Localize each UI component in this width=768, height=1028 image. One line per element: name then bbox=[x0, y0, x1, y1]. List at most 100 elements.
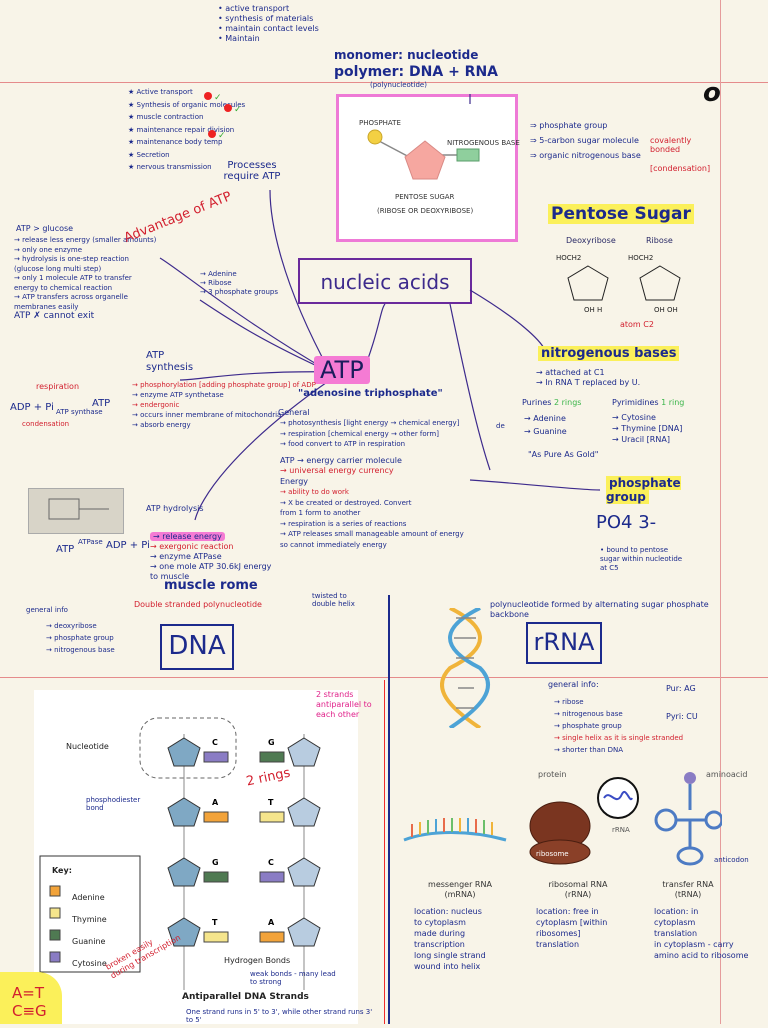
pyrimidines-title: Pyrimidines 1 ring bbox=[612, 398, 685, 407]
rrna-label: rRNA bbox=[612, 826, 630, 834]
key-item: Thymine bbox=[72, 915, 107, 924]
component-item: → 3 phosphate groups bbox=[200, 288, 279, 296]
rna-item: → nitrogenous base bbox=[554, 710, 623, 718]
hbonds-note: weak bonds - many lead to strong bbox=[250, 970, 336, 986]
atp-use-item: ★ muscle contraction bbox=[128, 113, 204, 121]
base-pair: C≡G bbox=[12, 1002, 47, 1020]
purine-item: → Guanine bbox=[524, 427, 567, 436]
general-item: → respiration [chemical energy → other f… bbox=[280, 429, 439, 438]
pair-letter: A bbox=[268, 918, 275, 927]
rna-item: → ribose bbox=[554, 698, 584, 706]
mnemonic: "As Pure As Gold" bbox=[528, 450, 599, 459]
hydrolysis-item: → exergonic reaction bbox=[150, 542, 234, 551]
synthesis-item: → endergonic bbox=[132, 401, 180, 409]
polymer-note: (polynucleotide) bbox=[370, 81, 427, 89]
pair-letter: C bbox=[268, 858, 274, 867]
figure-pd: phosphodiester bond bbox=[86, 796, 141, 812]
nucleotide-icon bbox=[367, 129, 480, 180]
connection-lines-icon bbox=[159, 94, 601, 521]
pair-letter: T bbox=[212, 918, 218, 927]
strands-note: 2 strands antiparallel to each other bbox=[316, 690, 372, 719]
note-line: • active transport bbox=[218, 4, 290, 13]
rna-type-rrna: ribosomal RNA (rRNA) bbox=[530, 880, 626, 900]
compare-item: (glucose long multi step) bbox=[14, 264, 102, 273]
base-pair: A=T bbox=[12, 984, 44, 1002]
rna-note: location: in bbox=[654, 907, 699, 916]
svg-text:HOCH2: HOCH2 bbox=[628, 254, 653, 262]
dna-item: → nitrogenous base bbox=[46, 646, 115, 654]
synthesis-product: ATP bbox=[92, 398, 111, 409]
rna-header: polynucleotide formed by alternating sug… bbox=[490, 600, 709, 619]
pyrimidine-item: → Uracil [RNA] bbox=[612, 435, 670, 444]
note-line: • maintain contact levels bbox=[218, 24, 319, 33]
ruled-line bbox=[0, 82, 768, 83]
atp-uses-list: ★ Active transport ★ Synthesis of organi… bbox=[128, 86, 245, 174]
deoxyribose-label: Deoxyribose bbox=[566, 236, 616, 245]
hydrolysis-item: → enzyme ATPase bbox=[150, 552, 222, 561]
phosphate-circle bbox=[367, 129, 383, 145]
component-item: → Adenine bbox=[200, 270, 237, 278]
phosphate-formula: PO4 3- bbox=[596, 512, 657, 533]
pair-letter: C bbox=[212, 738, 218, 747]
condensation-label: condensation bbox=[22, 420, 70, 428]
dna-items: → deoxyribose → phosphate group → nitrog… bbox=[46, 620, 115, 656]
hydrolysis-enzyme: ATPase bbox=[78, 538, 103, 546]
rna-note: location: nucleus bbox=[414, 907, 482, 916]
rna-note: translation bbox=[536, 940, 580, 949]
photo-thumbnail bbox=[28, 488, 124, 534]
rna-type-name: ribosomal RNA bbox=[548, 880, 608, 889]
rna-type-name: messenger RNA bbox=[428, 880, 492, 889]
atp-title: ATP bbox=[314, 356, 370, 384]
general-item: → food convert to ATP in respiration bbox=[280, 440, 406, 448]
compare-item: energy to chemical reaction bbox=[14, 283, 113, 292]
rna-type-mrna: messenger RNA (mRNA) bbox=[412, 880, 508, 900]
rna-item: → phosphate group bbox=[554, 722, 622, 730]
protein-label: protein bbox=[538, 770, 567, 779]
helix-icon bbox=[440, 608, 491, 728]
figure-key: Key: bbox=[52, 866, 72, 875]
atp-use-item: ★ Secretion bbox=[128, 150, 170, 159]
key-list: Adenine Thymine Guanine Cytosine bbox=[72, 887, 107, 975]
note-line: • synthesis of materials bbox=[218, 14, 314, 23]
phosphate-item: • bound to pentose bbox=[600, 546, 669, 554]
hydrolysis-list: → release energy → exergonic reaction → … bbox=[150, 532, 271, 582]
rna-type-abbr: (tRNA) bbox=[674, 890, 702, 899]
compare-list: → release less energy (smaller amounts) … bbox=[14, 236, 156, 322]
hydrolysis-right: ADP + Pi bbox=[106, 540, 150, 551]
dna-title: DNA bbox=[168, 631, 226, 661]
pair-letter: G bbox=[212, 858, 219, 867]
trna-icon bbox=[654, 772, 722, 866]
center-title-box: nucleic acids bbox=[298, 258, 472, 304]
dna-figure: Nucleotide phosphodiester bond Key: Aden… bbox=[34, 690, 358, 1024]
dna-twisted: twisted to double helix bbox=[312, 592, 355, 608]
compare-item: → only one enzyme bbox=[14, 245, 83, 254]
ribose-label: Ribose bbox=[646, 236, 673, 245]
aminoacid-label: aminoacid bbox=[706, 770, 748, 779]
compare-item: ATP ✗ cannot exit bbox=[14, 311, 95, 321]
hydrolysis-title: ATP hydrolysis bbox=[146, 504, 204, 513]
atp-components: → Adenine → Ribose → 3 phosphate groups bbox=[200, 270, 278, 297]
base-rect bbox=[456, 148, 480, 162]
bases-item: → In RNA T replaced by U. bbox=[536, 378, 641, 387]
pentose-title: Pentose Sugar bbox=[548, 204, 694, 224]
divider-line bbox=[388, 595, 390, 1024]
hydrolysis-item: → release energy bbox=[150, 532, 271, 542]
dna-title-box: DNA bbox=[160, 624, 234, 670]
phosphate-lines: • bound to pentose sugar within nucleoti… bbox=[600, 546, 682, 573]
rna-note: ribosomes] bbox=[536, 929, 581, 938]
margin-line bbox=[720, 0, 721, 1024]
monomer-line: monomer: nucleotide bbox=[334, 48, 479, 62]
top-notes: • active transport • synthesis of materi… bbox=[218, 4, 319, 44]
rna-general: general info: bbox=[548, 680, 599, 689]
rna-note: cytoplasm [within bbox=[536, 918, 608, 927]
rna-note: transcription bbox=[414, 940, 465, 949]
pair-letter: G bbox=[268, 738, 275, 747]
phosphate-label: PHOSPHATE bbox=[359, 119, 401, 127]
atp-uses-footer: Processes require ATP bbox=[223, 160, 281, 182]
component-item: → Ribose bbox=[200, 279, 232, 287]
compare-title: ATP > glucose bbox=[16, 224, 74, 233]
ruled-line bbox=[0, 677, 768, 678]
check-icon: ✓ bbox=[234, 105, 242, 115]
red-dot bbox=[224, 104, 232, 112]
phosphate-title: phosphate group bbox=[606, 476, 681, 504]
